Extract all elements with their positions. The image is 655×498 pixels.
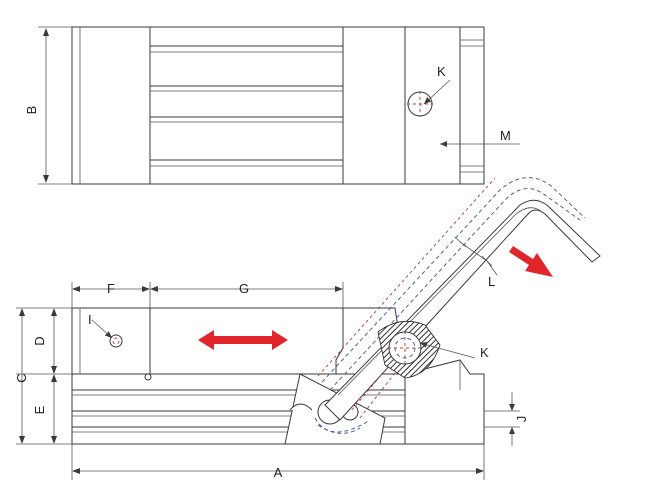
label-j: J	[514, 416, 529, 423]
label-l: L	[488, 274, 495, 289]
hex-key	[317, 177, 601, 421]
label-a: A	[274, 465, 283, 480]
side-view: I K	[14, 177, 601, 480]
top-right-end	[459, 26, 485, 185]
label-e: E	[32, 405, 47, 414]
screw-i	[109, 334, 123, 348]
top-view: K M B	[24, 26, 520, 185]
label-c: C	[14, 373, 29, 382]
label-i: I	[88, 312, 92, 327]
top-left-jaw	[71, 26, 151, 185]
label-b: B	[24, 106, 39, 115]
label-m: M	[500, 128, 511, 143]
label-d: D	[32, 336, 47, 345]
label-k-top: K	[437, 64, 446, 79]
top-center-section	[149, 26, 344, 185]
top-moving-jaw	[342, 26, 406, 185]
label-f: F	[107, 281, 115, 296]
hatched-collar	[377, 320, 441, 379]
label-k-side: K	[480, 345, 489, 360]
red-direction-arrow	[509, 246, 553, 277]
red-double-arrow	[198, 330, 288, 350]
label-g: G	[239, 281, 249, 296]
